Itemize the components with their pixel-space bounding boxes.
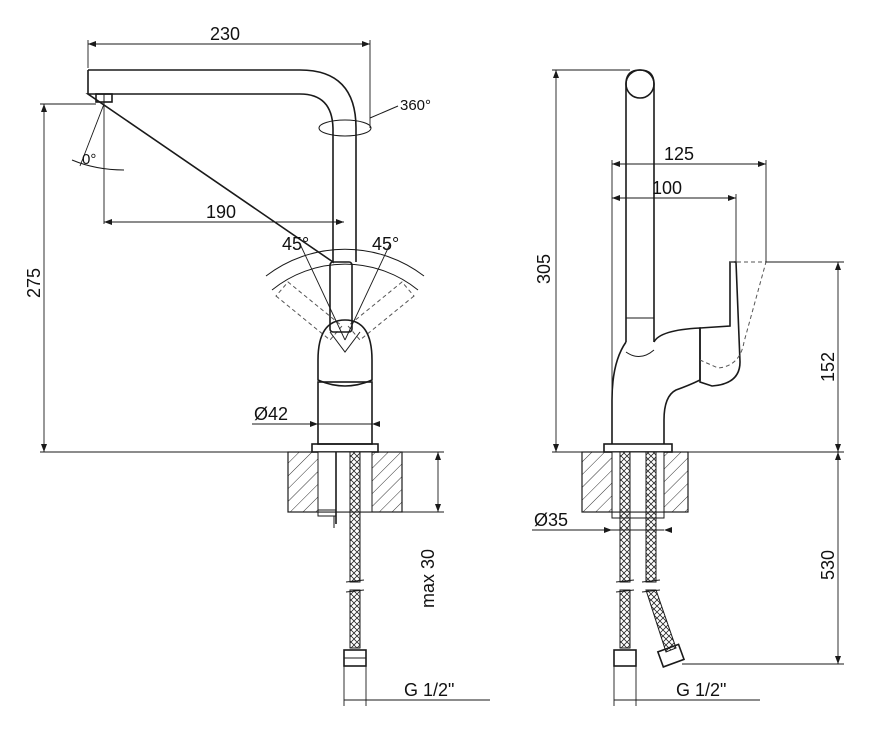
front-lever-swing-arc <box>265 248 425 277</box>
dim-spout-reach: 230 <box>210 24 240 44</box>
side-hose-nut-left <box>613 649 637 667</box>
front-hose-upper <box>349 451 361 583</box>
front-base-ring <box>311 443 379 453</box>
dim-max-deck-thickness: max 30 <box>418 549 438 608</box>
dim-connection-left: G 1/2" <box>404 680 454 700</box>
side-spout <box>625 69 655 342</box>
dim-lever-depth: 100 <box>652 178 682 198</box>
front-lever <box>329 261 353 333</box>
front-hose-lower <box>349 589 361 649</box>
side-body <box>611 327 701 444</box>
side-view <box>581 69 767 668</box>
front-view <box>85 69 425 667</box>
side-hose-nut-right <box>656 643 686 668</box>
dim-connection-right: G 1/2" <box>676 680 726 700</box>
front-lever-ghost-right <box>347 281 415 341</box>
dim-lever-angle-left: 45° <box>282 234 309 254</box>
front-spout <box>85 69 357 264</box>
front-lever-ghost-left <box>275 281 343 341</box>
dim-tilt-angle: 0° <box>82 151 96 168</box>
dim-lever-height: 152 <box>818 352 838 382</box>
side-lever-ghost <box>699 261 767 369</box>
dim-mount-hole-diameter: Ø35 <box>534 510 568 530</box>
front-body <box>317 319 373 387</box>
dim-aerator-offset: 190 <box>206 202 236 222</box>
dim-total-height-side: 305 <box>534 254 554 284</box>
side-dimensions: 305 125 100 152 Ø35 530 G 1/2" <box>532 69 844 706</box>
dim-spout-depth: 125 <box>664 144 694 164</box>
dim-swivel: 360° <box>400 97 431 114</box>
front-dimensions: 230 360° 0° 190 45° 45° 275 Ø42 <box>24 24 490 706</box>
side-hose-left-upper <box>619 451 631 583</box>
dim-hose-length: 530 <box>818 550 838 580</box>
dim-lever-angle-right: 45° <box>372 234 399 254</box>
side-hose-right-upper <box>645 451 657 583</box>
side-hose-left-lower <box>619 589 631 649</box>
dim-total-height-front: 275 <box>24 268 44 298</box>
dim-body-diameter: Ø42 <box>254 404 288 424</box>
side-hose-right-lower <box>645 589 677 653</box>
